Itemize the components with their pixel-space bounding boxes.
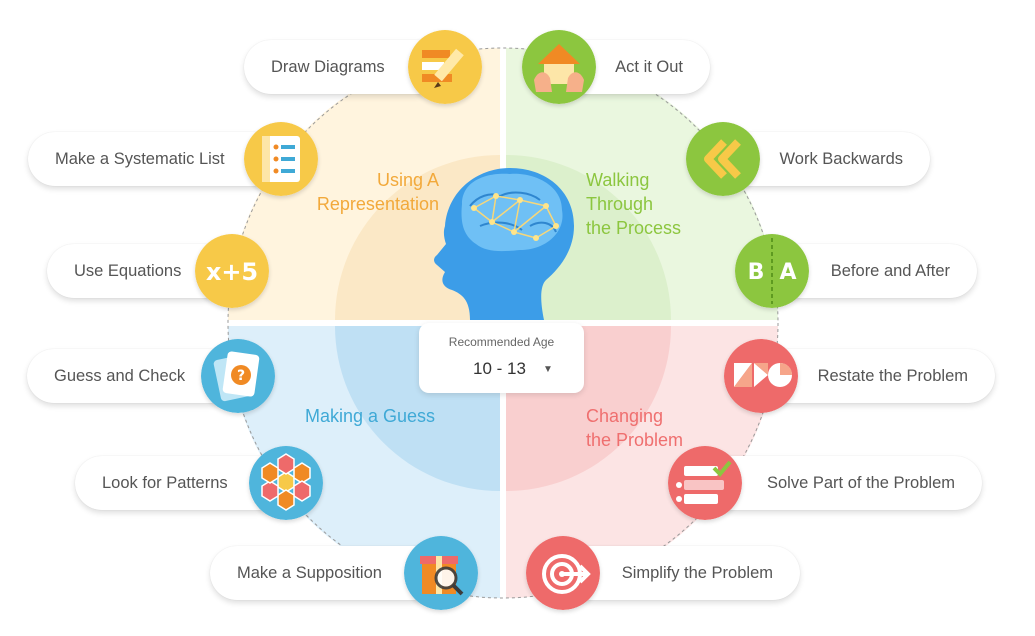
age-select[interactable]: 10 - 13 ▼ [465, 359, 555, 383]
recommended-age-panel: Recommended Age 10 - 13 ▼ [419, 323, 584, 393]
pencil-diagram-icon [408, 30, 482, 104]
double-chevron-left-icon [686, 122, 760, 196]
strategy-look-patterns[interactable]: Look for Patterns [75, 446, 323, 520]
strategy-restate-problem[interactable]: Restate the Problem [724, 339, 995, 413]
strategy-label: Make a Systematic List [55, 150, 225, 168]
strategy-label: Act it Out [615, 58, 683, 76]
notebook-list-icon [244, 122, 318, 196]
strategy-label: Use Equations [74, 262, 182, 280]
caret-down-icon: ▼ [543, 364, 553, 375]
strategy-make-supposition[interactable]: Make a Supposition [210, 536, 478, 610]
age-value: 10 - 13 [473, 359, 526, 378]
hexagon-pattern-icon [249, 446, 323, 520]
quadrant-label-process: Walking Through the Process [586, 168, 681, 240]
quadrant-label-text: Using A Representation [316, 170, 439, 214]
checklist-bars-icon [668, 446, 742, 520]
strategy-before-after[interactable]: Before and After B A [735, 234, 977, 308]
strategy-label: Restate the Problem [817, 367, 968, 385]
recommended-age-label: Recommended Age [448, 335, 555, 349]
quadrant-label-text: Walking Through the Process [586, 170, 682, 238]
quadrant-label-text: Making a Guess [305, 406, 436, 426]
strategy-work-backwards[interactable]: Work Backwards [686, 122, 930, 196]
letter-b-text: B [748, 260, 765, 285]
strategy-solve-part[interactable]: Solve Part of the Problem [668, 446, 982, 520]
outer-dashed-circle [227, 47, 779, 599]
shapes-icon [724, 339, 798, 413]
strategy-systematic-list[interactable]: Make a Systematic List [28, 122, 318, 196]
hands-house-icon [522, 30, 596, 104]
equation-x-plus-5-icon: x+5 [195, 234, 269, 308]
question-card-icon: ? [201, 339, 275, 413]
magnifier-gift-icon [404, 536, 478, 610]
strategy-act-it-out[interactable]: Act it Out [522, 30, 710, 104]
strategy-label: Simplify the Problem [621, 564, 773, 582]
strategy-label: Before and After [830, 262, 950, 280]
strategy-guess-check[interactable]: Guess and Check ? [27, 339, 275, 413]
strategy-label: Draw Diagrams [271, 58, 385, 76]
strategy-simplify-problem[interactable]: Simplify the Problem [526, 536, 800, 610]
strategy-draw-diagrams[interactable]: Draw Diagrams [244, 30, 482, 104]
strategy-label: Make a Supposition [237, 564, 382, 582]
quadrant-label-text: Changing the Problem [586, 406, 684, 450]
quadrant-label-change: Changing the Problem [586, 404, 683, 452]
strategy-label: Look for Patterns [102, 474, 228, 492]
strategy-label: Guess and Check [54, 367, 186, 385]
question-mark-text: ? [237, 368, 245, 384]
strategy-label: Work Backwards [779, 150, 903, 168]
b-a-split-icon: B A [735, 234, 809, 308]
quadrant-label-guess: Making a Guess [305, 404, 435, 428]
quadrant-label-representation: Using A Representation [305, 168, 439, 216]
head-icon [434, 168, 574, 320]
equation-text: x+5 [206, 258, 258, 286]
strategy-use-equations[interactable]: Use Equations x+5 [47, 234, 269, 308]
target-arrow-icon [526, 536, 600, 610]
letter-a-text: A [779, 260, 796, 285]
strategy-label: Solve Part of the Problem [766, 474, 955, 492]
